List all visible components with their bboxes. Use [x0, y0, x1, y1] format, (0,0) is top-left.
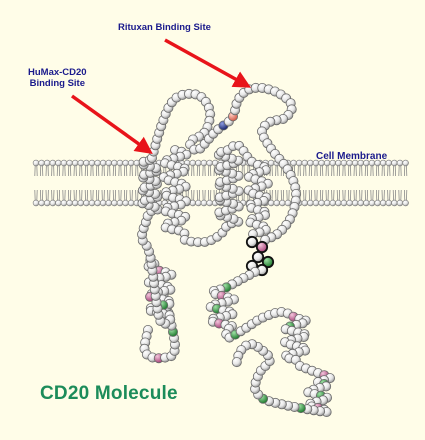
lipid-head — [128, 160, 134, 166]
lipid-head — [296, 160, 302, 166]
lipid-head — [44, 200, 50, 206]
lipid-head — [358, 200, 364, 206]
lipid-head — [274, 200, 280, 206]
lipid-head — [403, 160, 409, 166]
lipid-head — [341, 200, 347, 206]
lipid-head — [84, 160, 90, 166]
cell-membrane-label: Cell Membrane — [316, 151, 387, 162]
lipid-head — [336, 200, 342, 206]
lipid-head — [123, 160, 129, 166]
lipid-head — [347, 200, 353, 206]
lipid-head — [106, 200, 112, 206]
lipid-head — [95, 200, 101, 206]
lipid-head — [380, 200, 386, 206]
lipid-head — [324, 200, 330, 206]
lipid-head — [207, 200, 213, 206]
lipid-head — [117, 160, 123, 166]
lipid-head — [112, 160, 118, 166]
lipid-head — [302, 200, 308, 206]
lipid-head — [39, 200, 45, 206]
humax-label-line1: HuMax-CD20 — [28, 67, 87, 78]
lipid-head — [190, 160, 196, 166]
lipid-head — [308, 160, 314, 166]
lipid-head — [302, 160, 308, 166]
lipid-head — [397, 160, 403, 166]
lipid-head — [89, 200, 95, 206]
lipid-head — [78, 160, 84, 166]
lipid-head — [100, 200, 106, 206]
lipid-head — [308, 200, 314, 206]
lipid-head — [33, 160, 39, 166]
lipid-head — [72, 200, 78, 206]
lipid-head — [67, 200, 73, 206]
lipid-head — [207, 160, 213, 166]
highlighted-bead — [247, 237, 257, 247]
lipid-head — [201, 200, 207, 206]
lipid-head — [196, 200, 202, 206]
lipid-head — [78, 200, 84, 206]
lipid-head — [280, 200, 286, 206]
lipid-head — [50, 200, 56, 206]
lipid-head — [50, 160, 56, 166]
rituxan-arrow — [165, 40, 248, 86]
lipid-head — [72, 160, 78, 166]
cd20-molecule-title: CD20 Molecule — [40, 383, 178, 405]
lipid-head — [95, 160, 101, 166]
protein-chain — [138, 83, 335, 416]
lipid-head — [61, 160, 67, 166]
lipid-head — [106, 160, 112, 166]
amino-acid-bead — [232, 358, 241, 367]
lipid-head — [397, 200, 403, 206]
lipid-head — [392, 160, 398, 166]
lipid-head — [33, 200, 39, 206]
lipid-head — [364, 200, 370, 206]
lipid-head — [39, 160, 45, 166]
lipid-head — [352, 200, 358, 206]
lipid-head — [61, 200, 67, 206]
rituxan-binding-site-label: Rituxan Binding Site — [118, 22, 211, 33]
lipid-head — [196, 160, 202, 166]
lipid-head — [319, 200, 325, 206]
lipid-head — [89, 160, 95, 166]
lipid-head — [201, 160, 207, 166]
lipid-head — [369, 200, 375, 206]
lipid-head — [330, 200, 336, 206]
lipid-head — [128, 200, 134, 206]
lipid-head — [84, 200, 90, 206]
lipid-head — [56, 160, 62, 166]
lipid-head — [291, 160, 297, 166]
lipid-head — [56, 200, 62, 206]
humax-binding-site-label: HuMax-CD20 Binding Site — [28, 67, 87, 89]
lipid-head — [375, 200, 381, 206]
lipid-head — [386, 200, 392, 206]
lipid-head — [268, 160, 274, 166]
lipid-head — [100, 160, 106, 166]
lipid-head — [123, 200, 129, 206]
lipid-head — [44, 160, 50, 166]
humax-label-line2: Binding Site — [28, 78, 87, 89]
highlighted-bead — [257, 242, 267, 252]
lipid-head — [112, 200, 118, 206]
lipid-head — [117, 200, 123, 206]
lipid-head — [67, 160, 73, 166]
lipid-head — [403, 200, 409, 206]
lipid-head — [313, 200, 319, 206]
humax-arrow — [72, 96, 150, 152]
lipid-head — [392, 200, 398, 206]
